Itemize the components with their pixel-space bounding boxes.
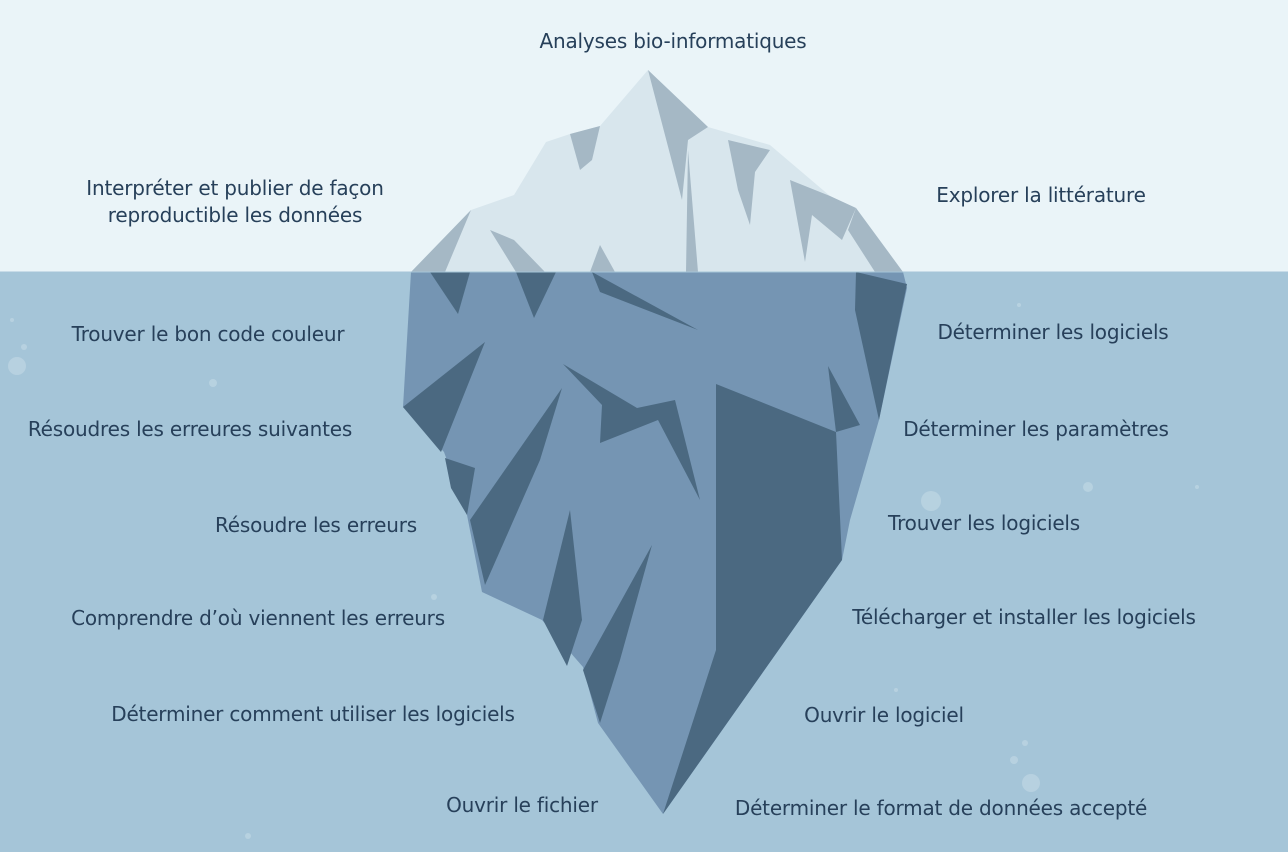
iceberg-underwater-shadows: [403, 272, 907, 814]
top-label: Analyses bio-informatiques: [539, 29, 807, 53]
above-left-label: Interpréter et publier de façon reproduc…: [86, 176, 384, 227]
below-right-label-4: Télécharger et installer les logiciels: [852, 605, 1196, 629]
below-right-label-6: Déterminer le format de données accepté: [734, 796, 1148, 820]
below-left-label-5: Déterminer comment utiliser les logiciel…: [111, 702, 515, 726]
water-bubbles: [8, 303, 1199, 839]
below-left-label-4: Comprendre d’où viennent les erreurs: [71, 606, 445, 630]
below-left-label-3: Résoudre les erreurs: [215, 513, 417, 537]
iceberg-underwater-body: [403, 272, 907, 814]
below-right-label-1: Déterminer les logiciels: [937, 320, 1169, 344]
below-left-label-2: Résoudres les erreures suivantes: [27, 417, 353, 441]
below-left-label-6: Ouvrir le fichier: [446, 793, 598, 817]
iceberg-tip-shadows: [411, 70, 903, 272]
below-right-label-5: Ouvrir le logiciel: [804, 703, 964, 727]
below-right-label-3: Trouver les logiciels: [887, 511, 1081, 535]
below-right-label-2: Déterminer les paramètres: [903, 417, 1169, 441]
above-right-label: Explorer la littérature: [936, 183, 1146, 207]
below-left-label-1: Trouver le bon code couleur: [71, 322, 345, 346]
iceberg-tip: [411, 70, 903, 272]
